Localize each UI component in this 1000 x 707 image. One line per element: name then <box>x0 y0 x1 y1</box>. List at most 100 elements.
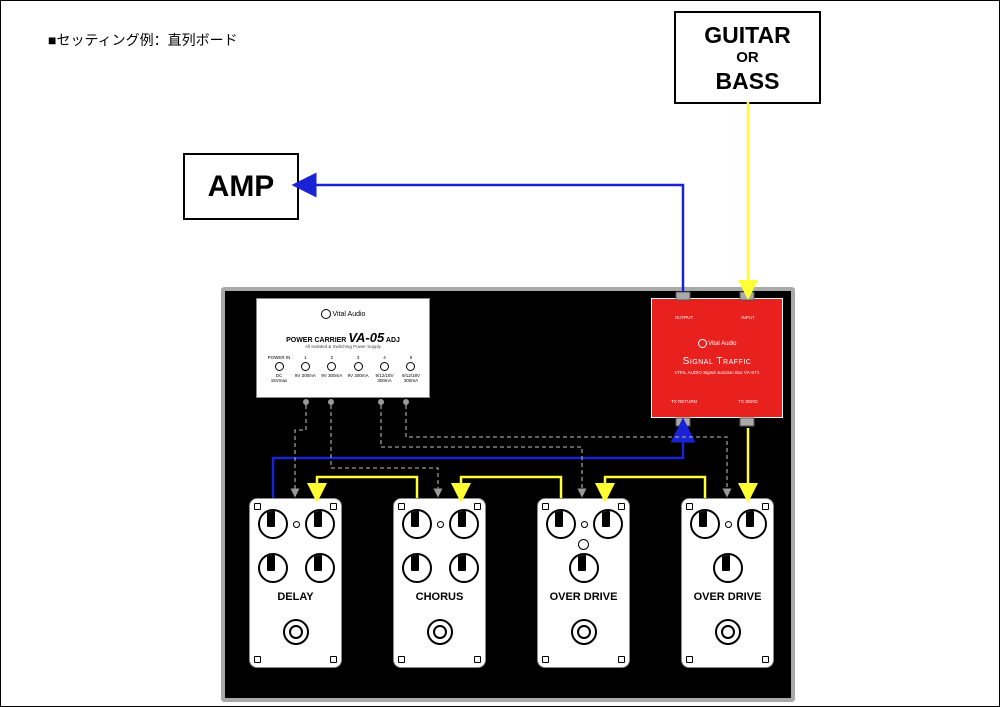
cable-pedal3-to-pedal2 <box>451 475 563 503</box>
st-return-label: TX RETURN <box>671 399 697 404</box>
knob-icon <box>593 509 623 539</box>
st-output-jack-icon <box>675 291 691 301</box>
psu-model-suffix: ADJ <box>385 337 400 344</box>
knob-icon <box>305 509 335 539</box>
screw-icon <box>686 503 693 510</box>
knob-icon <box>402 553 432 583</box>
guitar-label: GUITAR <box>704 21 791 48</box>
screw-icon <box>330 503 337 510</box>
guitar-or-bass-box: GUITAR OR BASS <box>674 11 821 104</box>
amp-box: AMP <box>183 153 299 220</box>
knob-icon <box>690 509 720 539</box>
power-plug-icon <box>378 399 384 405</box>
power-jack-icon <box>300 362 310 371</box>
knob-icon <box>546 509 576 539</box>
psu-port-name: 3 <box>356 355 360 360</box>
pedal-name: CHORUS <box>415 591 464 603</box>
power-plug-icon <box>403 399 409 405</box>
psu-model-name: VA-05 <box>348 330 385 345</box>
footswitch-icon <box>571 619 597 645</box>
screw-icon <box>254 503 261 510</box>
psu-port: POWER IN DC 15Vmax <box>267 355 291 383</box>
screw-icon <box>762 656 769 663</box>
vital-audio-logo-icon <box>320 309 331 319</box>
screw-icon <box>542 656 549 663</box>
signal-traffic-box: OUTPUT INPUT Vital Audio Signal Traffic … <box>651 298 783 418</box>
knob-icon <box>449 553 479 583</box>
cable-output-to-amp <box>291 172 685 292</box>
psu-port: 5 9/12/18V 300mA <box>399 355 423 383</box>
psu-port-spec: 9/12/18V 300mA <box>401 373 420 383</box>
power-jack-icon <box>353 362 363 371</box>
psu-port-name: 4 <box>383 355 386 360</box>
screw-icon <box>542 503 549 510</box>
pedal-chorus: CHORUS <box>393 498 486 668</box>
screw-icon <box>254 656 261 663</box>
pedal-delay: DELAY <box>249 498 342 668</box>
st-logo-text: Vital Audio <box>708 341 737 348</box>
pedal-name: OVER DRIVE <box>693 591 762 603</box>
screw-icon <box>474 656 481 663</box>
knob-icon <box>402 509 432 539</box>
screw-icon <box>618 503 625 510</box>
power-jack-icon <box>274 362 284 371</box>
screw-icon <box>762 503 769 510</box>
power-plug-icon <box>328 399 334 405</box>
st-product-name: Signal Traffic <box>682 356 752 367</box>
led-icon <box>437 521 444 528</box>
psu-port-name: 5 <box>409 355 413 360</box>
st-input-jack-icon <box>739 291 755 301</box>
psu-port-name: 2 <box>330 355 334 360</box>
psu-port: 2 9V 300mA <box>320 355 344 383</box>
st-return-jack-icon <box>675 417 691 427</box>
psu-port-spec: 9/12/18V 300mA <box>375 373 394 383</box>
knob-icon <box>305 553 335 583</box>
bass-label: BASS <box>715 67 780 94</box>
knob-icon <box>737 509 767 539</box>
psu-port-spec: 9V 300mA <box>347 373 369 378</box>
knob-icon <box>713 553 743 583</box>
power-jack-icon <box>327 362 337 371</box>
screw-icon <box>398 503 405 510</box>
knob-icon <box>258 553 288 583</box>
screw-icon <box>618 656 625 663</box>
psu-logo: Vital Audio <box>257 309 429 319</box>
footswitch-icon <box>283 619 309 645</box>
pedal-name: DELAY <box>277 591 314 603</box>
led-icon <box>293 521 300 528</box>
psu-port-row: POWER IN DC 15Vmax 1 9V 300mA 2 9V 300mA… <box>267 355 423 383</box>
or-label: OR <box>736 48 759 66</box>
psu-port-spec: 9V 300mA <box>294 373 316 378</box>
vital-audio-logo-icon <box>697 339 707 348</box>
pedal-overdrive-1: OVER DRIVE <box>537 498 630 668</box>
psu-port: 4 9/12/18V 300mA <box>373 355 397 383</box>
pedal-name: OVER DRIVE <box>549 591 618 603</box>
st-input-label: INPUT <box>741 315 755 320</box>
amp-label: AMP <box>207 169 275 203</box>
psu-model-prefix: POWER CARRIER <box>286 337 347 344</box>
cable-pedal1-to-return <box>271 417 696 498</box>
led-icon <box>725 521 732 528</box>
cable-pedal2-to-pedal1 <box>307 475 419 503</box>
psu-subtitle: All Isolated & Switching Power Supply <box>305 344 381 349</box>
power-cable-pedal4 <box>405 405 732 498</box>
knob-icon <box>449 509 479 539</box>
toggle-switch-icon <box>578 539 589 550</box>
knob-icon <box>258 509 288 539</box>
psu-port-spec: DC 15Vmax <box>270 373 288 383</box>
power-cable-pedal2 <box>330 405 443 498</box>
power-plug-icon <box>303 399 309 405</box>
screw-icon <box>474 503 481 510</box>
footswitch-icon <box>427 619 453 645</box>
st-output-label: OUTPUT <box>674 315 694 320</box>
knob-icon <box>569 553 599 583</box>
power-jack-icon <box>406 362 416 371</box>
psu-port: 1 9V 300mA <box>293 355 317 383</box>
st-send-jack-icon <box>739 417 755 427</box>
power-supply: Vital Audio POWER CARRIER VA-05 ADJ All … <box>256 298 430 398</box>
st-logo: Vital Audio <box>652 339 782 348</box>
st-subtitle: VITAL AUDIO Signal Junction Box VA-ST1 <box>674 370 760 375</box>
psu-logo-text: Vital Audio <box>332 310 366 318</box>
psu-model: POWER CARRIER VA-05 ADJ <box>257 330 429 345</box>
